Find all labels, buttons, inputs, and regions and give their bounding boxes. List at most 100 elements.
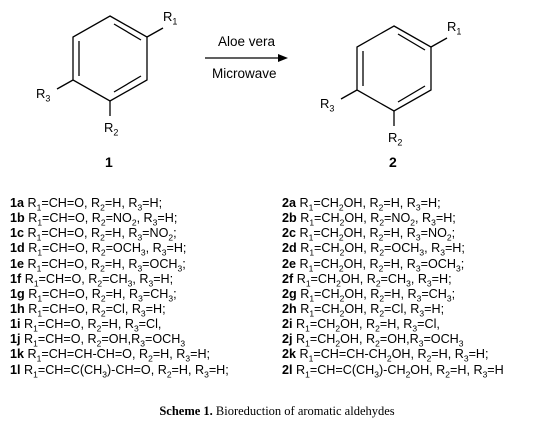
compound-id: 1k [10,347,25,362]
compound-substituents: R1=CH=CH-CH2OH, R2=H, R3=H; [299,347,489,364]
subscript: 2 [375,338,380,349]
compound-substituents: R1=CH2OH, R2=H, R3=H; [299,196,441,213]
compound-id: 2j [282,332,293,347]
compound-id: 1e [10,256,25,271]
subscript: 1 [33,323,38,334]
subscript: 2 [100,247,106,258]
subscript: 2 [168,232,174,243]
product-compound-number: 2 [389,154,397,170]
product-r3-label: R3 [320,97,334,114]
compound-row-2f: 2f R1=CH2OH, R2=CH3, R3=H; [282,271,504,289]
reactant-benzene-ring [56,15,164,116]
reaction-arrow [205,54,288,62]
subscript: 3 [137,263,143,274]
r1-letter: R [447,19,457,34]
subscript: 3 [152,217,158,228]
compound-row-2e: 2e R1=CH2OH, R2=H, R3=OCH3; [282,257,504,274]
subscript: 1 [308,202,314,213]
subscript: 2 [379,217,385,228]
subscript: 3 [412,323,418,334]
r3-subscript: 3 [45,93,51,104]
subscript: 2 [339,217,345,228]
subscript: 3 [415,263,421,274]
r3-subscript: 3 [329,103,335,114]
subscript: 3 [458,338,464,349]
compound-row-1l: 1l R1=CH=C(CH3)-CH=O, R2=H, R3=H; [10,363,229,380]
subscript: 1 [36,353,42,364]
subscript: 2 [386,353,392,364]
subscript: 3 [455,263,461,274]
subscript: 2 [335,323,341,334]
subscript: 2 [379,293,385,304]
subscript: 1 [309,293,315,304]
compound-substituents: R1=CH2OH, R2=Cl, R3=H; [300,301,445,319]
subscript: 2 [378,263,384,274]
caption-text: Bioreduction of aromatic aldehydes [212,404,395,418]
compound-row-2h: 2h R1=CH2OH, R2=Cl, R3=H; [282,301,504,319]
r1-subscript: 1 [172,16,178,27]
compound-row-1h: 1h R1=CH=O, R2=Cl, R3=H; [10,302,229,319]
subscript: 2 [100,217,106,228]
compound-substituents: R1=CH=O, R2=H, R3=Cl, [24,317,162,334]
subscript: 3 [446,293,452,304]
subscript: 3 [148,278,154,289]
reactant-r3-label: R3 [36,87,50,104]
compound-substituents: R1=CH=O, R2=H, R3=OCH3; [27,256,186,274]
subscript: 2 [96,338,102,349]
subscript: 3 [177,263,183,274]
compound-substituents: R1=CH2OH, R2=CH3, R3=H; [296,271,452,289]
compound-id: 1b [10,211,25,226]
subscript: 3 [185,353,191,364]
compound-row-1i: 1i R1=CH=O, R2=H, R3=Cl, [10,317,229,334]
subscript: 1 [37,308,43,319]
subscript: 3 [416,293,422,304]
subscript: 3 [463,353,469,364]
subscript: 3 [133,323,139,334]
subscript: 2 [375,278,381,289]
compound-row-1e: 1e R1=CH=O, R2=H, R3=OCH3; [10,256,229,274]
compound-id: 2a [282,196,297,210]
subscript: 3 [137,232,143,243]
r2-subscript: 2 [113,127,119,138]
product-benzene-ring [340,25,448,126]
subscript: 2 [378,232,384,243]
subscript: 2 [339,247,345,258]
subscript: 2 [379,308,385,319]
subscript: 3 [138,293,143,304]
subscript: 2 [100,293,106,304]
reactant-compound-number: 1 [105,154,113,170]
subscript: 3 [137,202,143,213]
compound-row-2i: 2i R1=CH2OH, R2=H, R3=Cl, [282,317,504,334]
subscript: 2 [96,323,102,334]
subscript: 2 [166,369,172,380]
subscript: 1 [309,308,315,319]
subscript: 3 [140,338,145,349]
subscript: 2 [410,217,416,228]
compound-id: 1d [10,241,25,256]
compound-row-2d: 2d R1=CH2OH, R2=OCH3, R3=H; [282,241,504,258]
subscript: 2 [100,308,106,319]
subscript: 1 [309,217,315,228]
subscript: 3 [127,278,133,289]
subscript: 1 [36,232,42,243]
subscript: 3 [419,247,425,258]
subscript: 3 [140,247,146,258]
compound-row-2k: 2k R1=CH=CH-CH2OH, R2=H, R3=H; [282,347,504,364]
subscript: 3 [204,369,209,380]
compound-id: 1i [10,317,21,332]
subscript: 1 [36,263,42,274]
r3-letter: R [36,86,46,101]
compound-substituents: R1=CH=O, R2=H, R3=NO2; [27,226,177,243]
r1-subscript: 1 [456,26,462,37]
subscript: 1 [37,217,43,228]
compound-substituents: R1=CH=O, R2=OH,R3=OCH3 [24,332,186,349]
subscript: 2 [339,308,345,319]
compound-id: 2i [282,317,293,332]
r2-letter: R [104,120,114,135]
subscript: 3 [140,308,146,319]
product-r2-label: R2 [388,131,402,148]
subscript: 2 [338,263,344,274]
subscript: 3 [440,247,445,258]
product-r1-label: R1 [447,20,461,37]
subscript: 2 [100,232,105,243]
